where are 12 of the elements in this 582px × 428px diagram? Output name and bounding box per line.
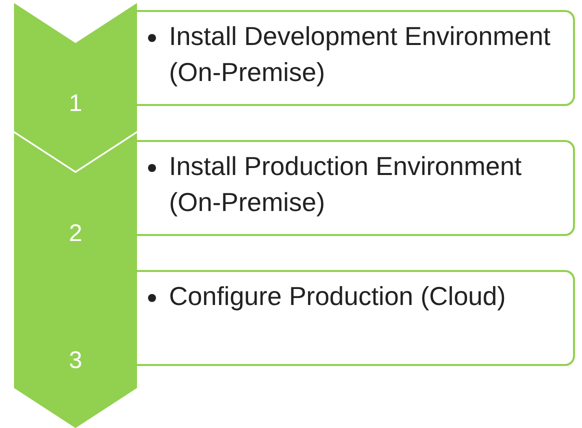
chevron-shape bbox=[14, 133, 137, 301]
step-box bbox=[137, 140, 575, 236]
chevron-shape bbox=[14, 260, 137, 428]
step-number: 2 bbox=[68, 220, 84, 248]
step-box bbox=[137, 270, 575, 366]
step-number: 3 bbox=[68, 347, 84, 376]
step-number: 1 bbox=[68, 90, 84, 118]
step-text: Configure Production (Cloud) bbox=[169, 280, 507, 313]
step-box bbox=[137, 10, 575, 106]
chevron-shape bbox=[14, 3, 137, 171]
step-text: Install Production Environment (On-Premise) bbox=[169, 150, 523, 219]
step-text: Install Development Environment (On-Premise) bbox=[169, 20, 552, 89]
